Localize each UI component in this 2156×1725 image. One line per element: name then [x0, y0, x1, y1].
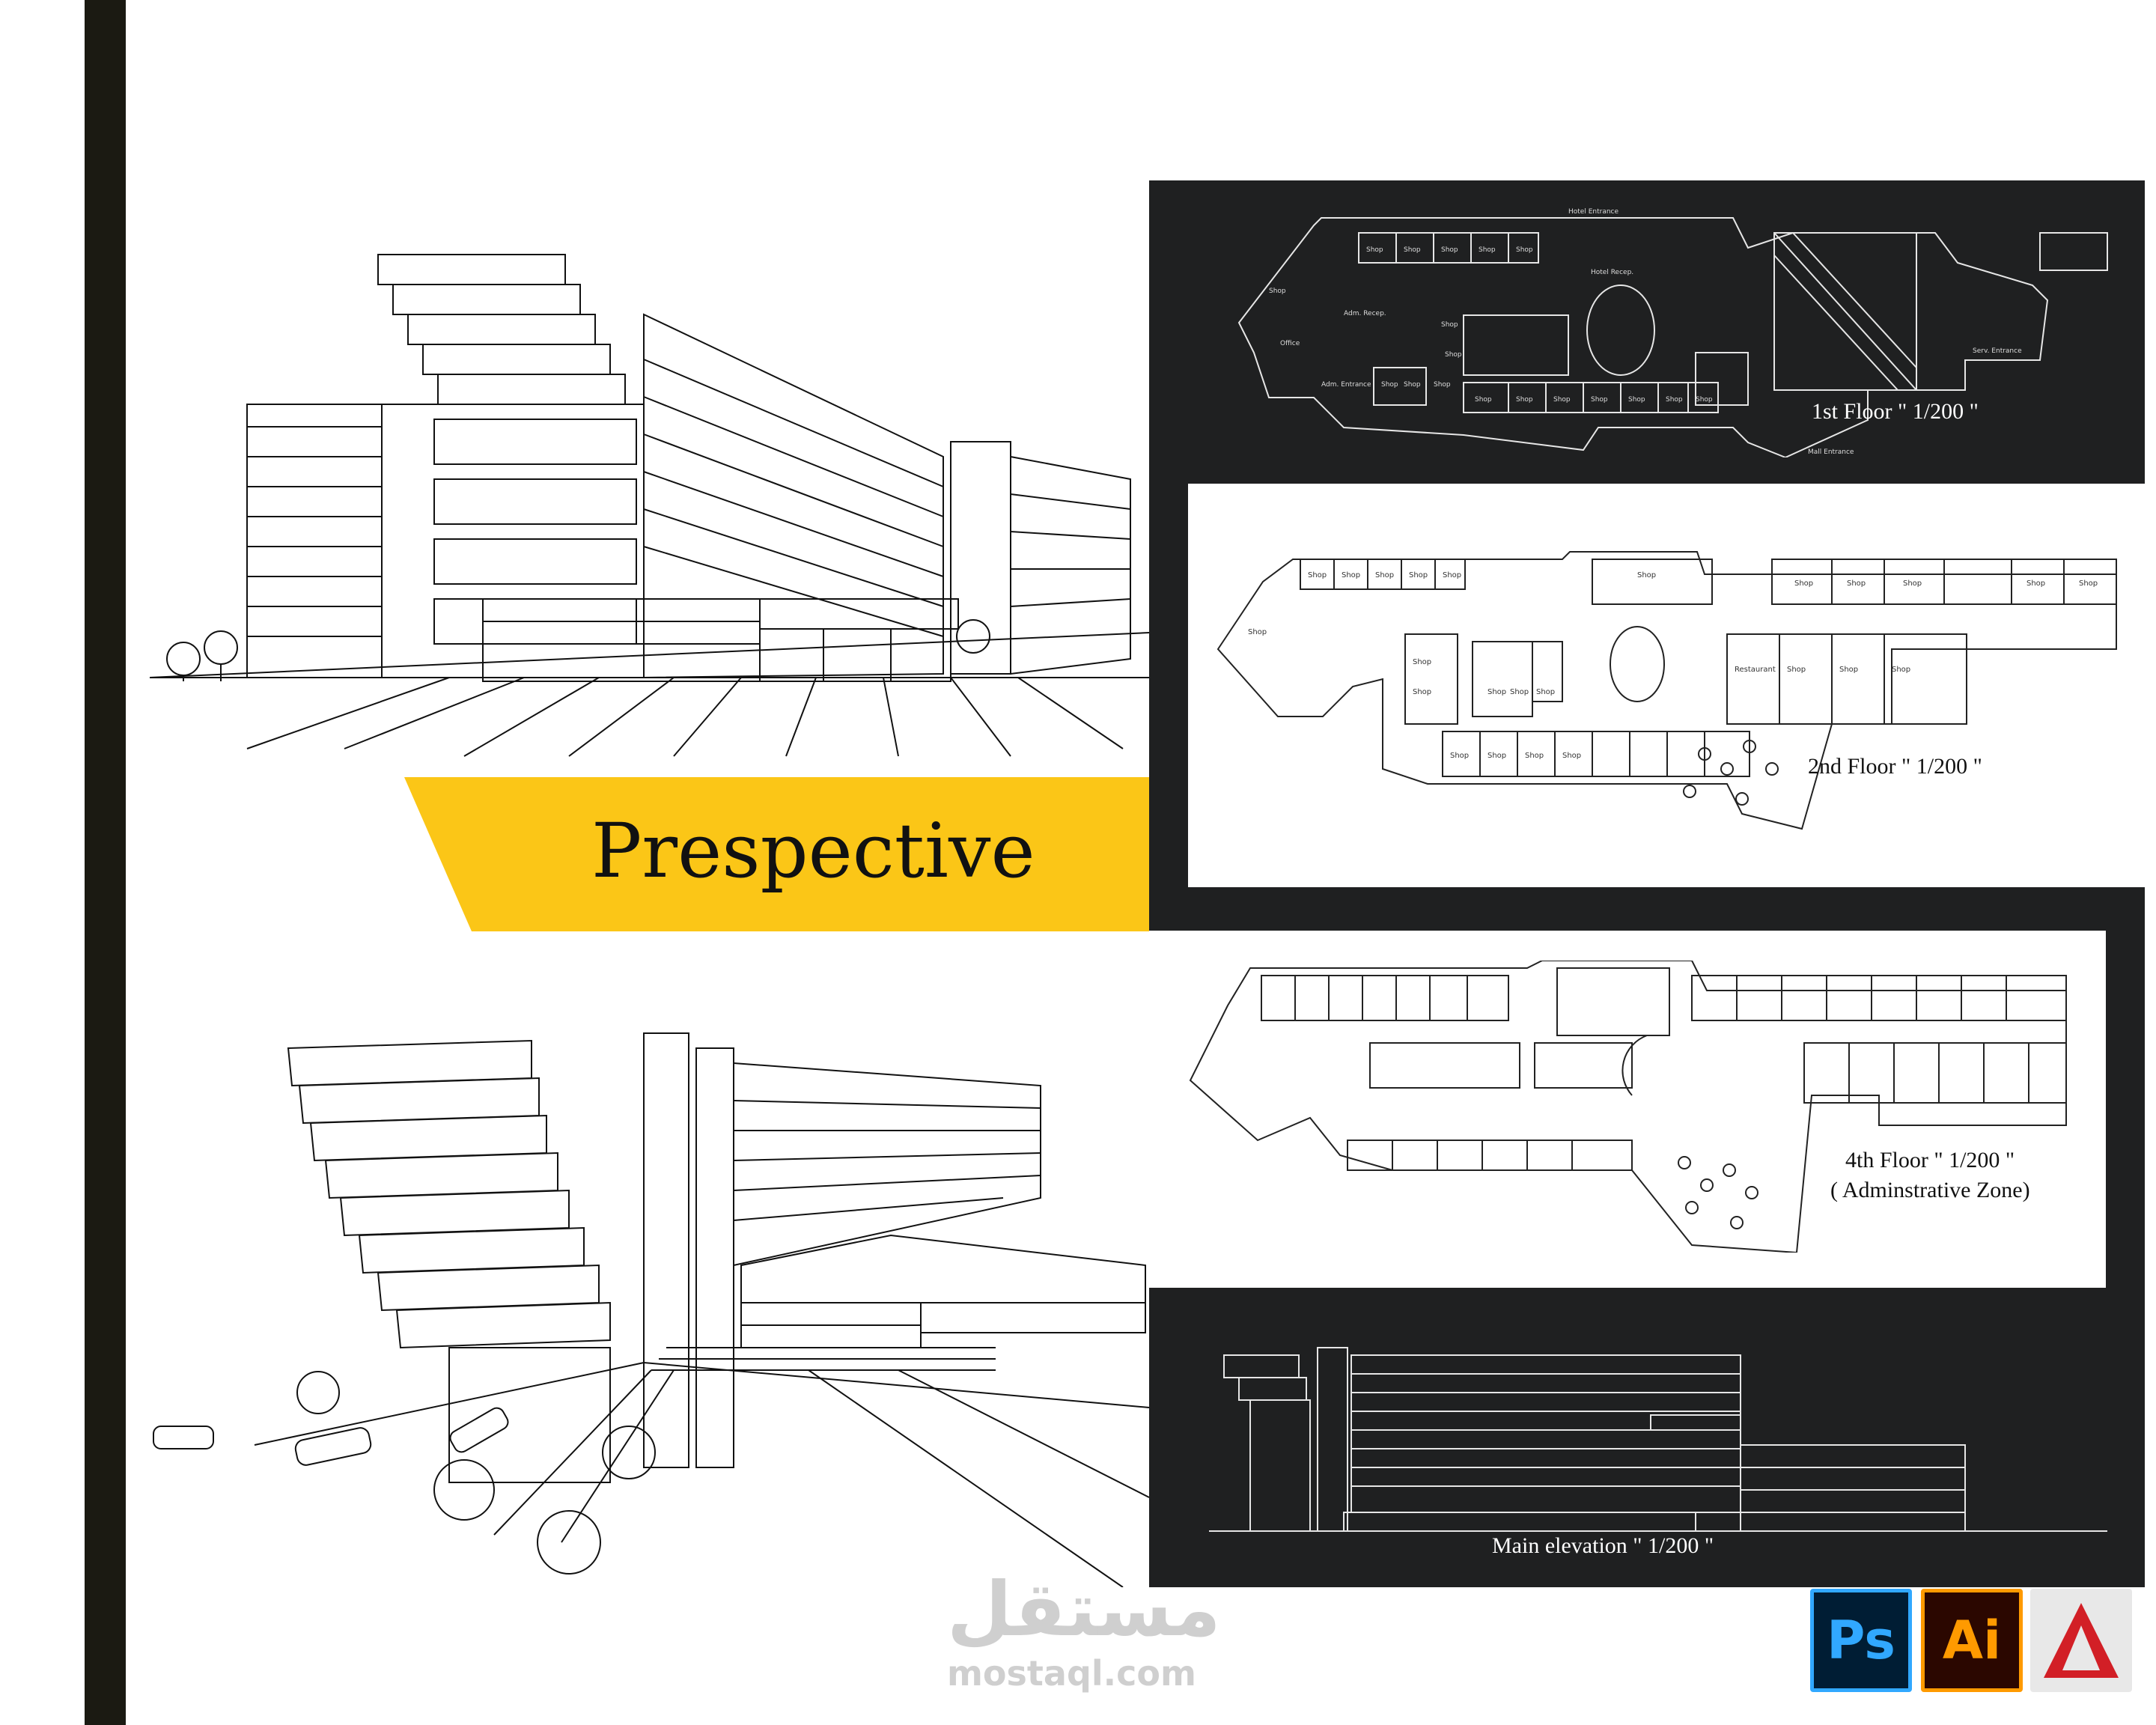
room-shop: Shop: [1666, 396, 1683, 404]
room-shop: Shop: [1628, 396, 1645, 404]
room-shop: Shop: [1441, 321, 1458, 329]
autocad-icon: [2030, 1589, 2132, 1692]
room-shop: Shop: [1441, 246, 1458, 254]
room-shop: Shop: [1450, 752, 1469, 760]
fourth-floor-plan: [1189, 961, 2067, 1253]
room-shop: Shop: [1445, 351, 1462, 359]
note-hotel-entrance: Hotel Entrance: [1568, 208, 1618, 216]
room-shop: Shop: [1366, 246, 1383, 254]
elevation-caption: Main elevation " 1/200 ": [1492, 1533, 1714, 1558]
note-adm-entrance: Adm. Entrance: [1321, 381, 1371, 389]
room-shop: Shop: [1510, 688, 1529, 696]
room-shop: Shop: [1381, 381, 1398, 389]
room-shop: Shop: [2079, 579, 2098, 588]
note-mall-entrance: Mall Entrance: [1808, 448, 1854, 456]
fourth-floor-panel: 4th Floor " 1/200 " ( Adminstrative Zone…: [1149, 931, 2106, 1288]
room-shop: Shop: [1308, 571, 1327, 579]
room-restaurant: Restaurant: [1735, 666, 1776, 674]
elevation-panel: Main elevation " 1/200 ": [1149, 1288, 2145, 1587]
room-office: Office: [1280, 340, 1300, 347]
note-serv-entrance: Serv. Entrance: [1973, 347, 2022, 355]
right-dark-edge: [2106, 931, 2145, 1288]
main-elevation-drawing: [1209, 1347, 2107, 1532]
room-shop: Shop: [1434, 381, 1451, 389]
room-shop: Shop: [1591, 396, 1608, 404]
illustrator-label: Ai: [1942, 1610, 2002, 1671]
note-hotel-recep: Hotel Recep.: [1591, 269, 1633, 276]
room-shop: Shop: [1536, 688, 1555, 696]
room-shop: Shop: [2026, 579, 2045, 588]
illustrator-icon: Ai: [1921, 1589, 2023, 1692]
second-floor-plan: Shop Shop Shop Shop Shop Shop Shop Shop …: [1216, 551, 2117, 830]
photoshop-icon: Ps: [1810, 1589, 1912, 1692]
perspective-drawing-bottom: [153, 1032, 1149, 1587]
autocad-triangle: [2044, 1603, 2119, 1678]
room-shop: Shop: [1637, 571, 1656, 579]
room-shop: Shop: [1839, 666, 1858, 674]
room-shop: Shop: [1413, 688, 1431, 696]
fourth-floor-subcaption: ( Adminstrative Zone): [1830, 1178, 2030, 1202]
room-shop: Shop: [1248, 628, 1267, 636]
perspective-drawing-top: [150, 254, 1149, 757]
room-shop: Shop: [1409, 571, 1428, 579]
room-shop: Shop: [1342, 571, 1360, 579]
first-floor-panel: Hotel Entrance Hotel Recep. Adm. Entranc…: [1149, 180, 2145, 484]
banner-title: Prespective: [591, 807, 1035, 895]
watermark-latin: mostaql.com: [947, 1653, 1196, 1694]
room-shop: Shop: [1562, 752, 1581, 760]
room-shop: Shop: [1404, 381, 1421, 389]
room-shop: Shop: [1847, 579, 1866, 588]
left-border-bar: [85, 0, 126, 1725]
photoshop-label: Ps: [1827, 1610, 1895, 1671]
first-floor-caption: 1st Floor " 1/200 ": [1812, 399, 1979, 424]
room-shop: Shop: [1787, 666, 1806, 674]
room-shop: Shop: [1479, 246, 1496, 254]
first-floor-plan: Hotel Entrance Hotel Recep. Adm. Entranc…: [1237, 208, 2108, 457]
left-dark-edge: [1149, 484, 1188, 888]
room-shop: Shop: [1516, 396, 1533, 404]
room-shop: Shop: [1475, 396, 1492, 404]
room-shop: Shop: [1794, 579, 1813, 588]
room-shop: Shop: [1443, 571, 1461, 579]
fourth-floor-caption: 4th Floor " 1/200 ": [1845, 1148, 2015, 1172]
room-shop: Shop: [1487, 688, 1506, 696]
room-shop: Shop: [1269, 288, 1286, 295]
middle-dark-strip: [1149, 887, 2145, 931]
room-shop: Shop: [1696, 396, 1713, 404]
room-shop: Shop: [1903, 579, 1922, 588]
room-shop: Shop: [1525, 752, 1544, 760]
room-shop: Shop: [1375, 571, 1394, 579]
watermark-arabic: مستقل: [947, 1566, 1221, 1653]
room-adm-recep: Adm. Recep.: [1344, 310, 1386, 317]
room-shop: Shop: [1487, 752, 1506, 760]
second-floor-caption: 2nd Floor " 1/200 ": [1808, 754, 1982, 779]
room-shop: Shop: [1404, 246, 1421, 254]
room-shop: Shop: [1553, 396, 1571, 404]
room-shop: Shop: [1516, 246, 1533, 254]
second-floor-panel: Shop Shop Shop Shop Shop Shop Shop Shop …: [1188, 484, 2145, 887]
banner-shape: [404, 777, 1149, 931]
room-shop: Shop: [1413, 658, 1431, 666]
room-shop: Shop: [1892, 666, 1910, 674]
